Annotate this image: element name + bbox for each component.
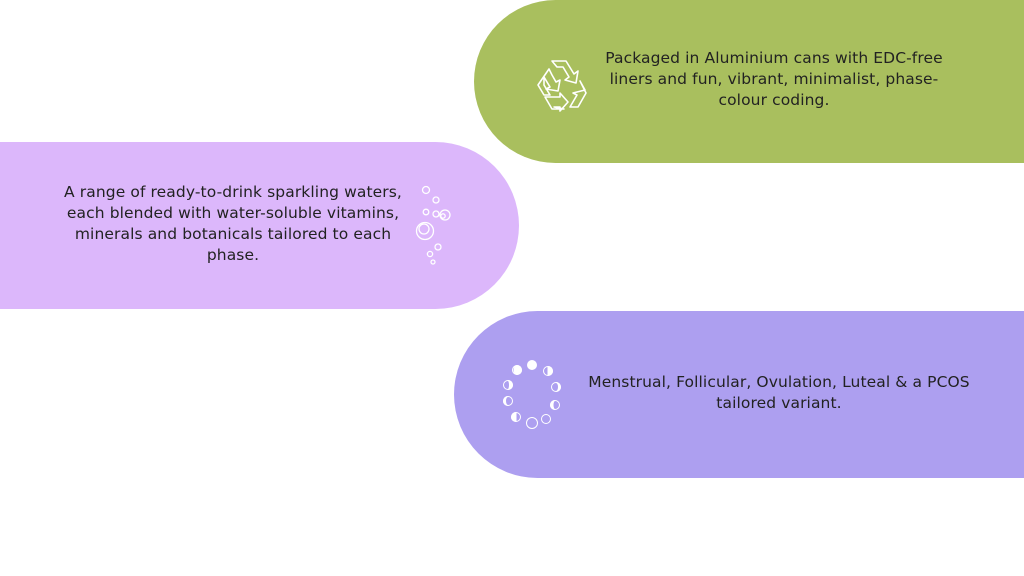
moon-phases-icon [503, 360, 561, 429]
packaging-card: Packaged in Aluminium cans with EDC-free… [474, 0, 1024, 163]
product-text: A range of ready-to-drink sparkling wate… [64, 183, 402, 264]
phases-card: Menstrual, Follicular, Ovulation, Luteal… [454, 311, 1024, 478]
phases-text: Menstrual, Follicular, Ovulation, Luteal… [588, 373, 970, 412]
packaging-text: Packaged in Aluminium cans with EDC-free… [605, 49, 943, 109]
bubbles-icon [415, 185, 451, 265]
product-card: A range of ready-to-drink sparkling wate… [0, 142, 519, 309]
recycle-icon [537, 60, 587, 112]
